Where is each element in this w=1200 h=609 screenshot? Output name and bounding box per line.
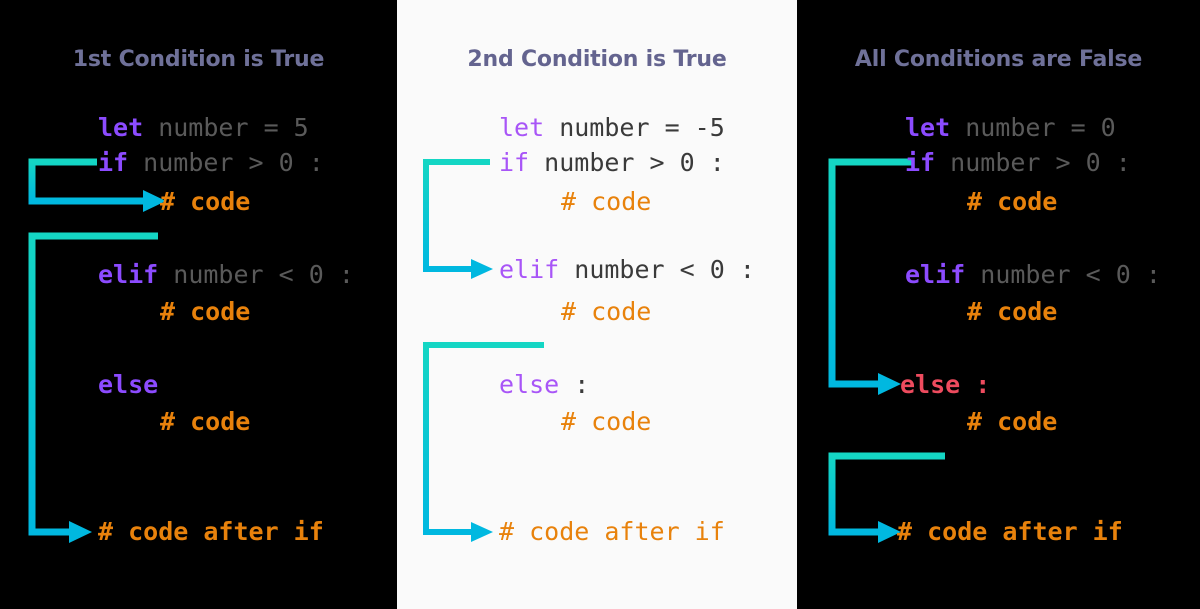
comment-code: # code: [967, 187, 1058, 216]
panel-3-else-body: # code: [967, 409, 1057, 434]
panel-2-if-line: if number > 0 :: [499, 150, 725, 175]
panel-3-title: All Conditions are False: [854, 47, 1143, 72]
arrow-skip-to-after-if-head: [471, 522, 493, 542]
panel-1-code-block: let number = 5 if number > 0 : # code el…: [0, 0, 354, 544]
panel-3-if-line: if number > 0 :: [905, 150, 1131, 175]
keyword-let: let: [98, 113, 144, 142]
panel-2-else-body: # code: [561, 409, 651, 434]
comment-code: # code: [160, 297, 251, 326]
panel-all-conditions-false: All Conditions are False let number = 0 …: [797, 0, 1200, 609]
comment-code: # code: [160, 187, 251, 216]
panel-1-elif-line: elif number < 0 :: [98, 262, 354, 287]
panel-2-after-if: # code after if: [499, 519, 725, 544]
comment-code: # code: [967, 297, 1058, 326]
panel-2-if-body: # code: [561, 189, 651, 214]
comment-code-after-if: # code after if: [98, 517, 324, 546]
panel-3-elif-body: # code: [967, 299, 1057, 324]
if-condition: number > 0 :: [935, 148, 1131, 177]
panel-2nd-condition-true: 2nd Condition is True let number = -5 if…: [397, 0, 797, 609]
panel-2-elif-body: # code: [561, 299, 651, 324]
let-expr: number = 5: [143, 113, 309, 142]
panel-1-elif-body: # code: [160, 299, 250, 324]
arrow-all-false-to-else-head: [878, 373, 901, 395]
comment-code: # code: [967, 407, 1058, 436]
panel-1-if-body: # code: [160, 189, 250, 214]
keyword-if: if: [98, 148, 129, 177]
panel-1-else-body: # code: [160, 409, 250, 434]
comment-code: # code: [561, 297, 652, 326]
panel-3-code-block: let number = 0 if number > 0 : # code el…: [797, 0, 1161, 544]
panel-3-if-body: # code: [967, 189, 1057, 214]
panel-2-code-block: let number = -5 if number > 0 : # code e…: [397, 0, 755, 544]
arrow-skip-to-after-if-head: [69, 521, 92, 543]
panel-1-if-line: if number > 0 :: [98, 150, 324, 175]
panel-2-let-line: let number = -5: [499, 115, 725, 140]
elif-condition: number < 0 :: [965, 260, 1161, 289]
keyword-else: else: [98, 370, 159, 399]
panel-1-title: 1st Condition is True: [72, 47, 325, 72]
let-expr: number = -5: [544, 113, 725, 142]
let-expr: number = 0: [950, 113, 1116, 142]
keyword-elif: elif: [905, 260, 966, 289]
comment-code: # code: [561, 407, 652, 436]
if-condition: number > 0 :: [128, 148, 324, 177]
panel-1st-condition-true: 1st Condition is True let number = 5 if …: [0, 0, 397, 609]
panel-3-elif-line: elif number < 0 :: [905, 262, 1161, 287]
elif-condition: number < 0 :: [559, 255, 755, 284]
panel-1-let-line: let number = 5: [98, 115, 309, 140]
panel-2-else-line: else :: [499, 372, 589, 397]
keyword-else: else :: [900, 370, 991, 399]
keyword-else: else: [499, 370, 560, 399]
if-condition: number > 0 :: [529, 148, 725, 177]
keyword-elif: elif: [98, 260, 159, 289]
arrow-if-false-to-elif-head: [471, 259, 493, 279]
panel-2-title: 2nd Condition is True: [467, 47, 727, 72]
keyword-let: let: [905, 113, 951, 142]
comment-code: # code: [561, 187, 652, 216]
comment-code-after-if: # code after if: [897, 517, 1123, 546]
panel-1-else-line: else: [98, 372, 158, 397]
else-colon: :: [559, 370, 590, 399]
panel-1-after-if: # code after if: [98, 519, 324, 544]
elif-condition: number < 0 :: [158, 260, 354, 289]
panel-3-let-line: let number = 0: [905, 115, 1116, 140]
panel-3-else-line: else :: [900, 372, 990, 397]
keyword-let: let: [499, 113, 545, 142]
keyword-elif: elif: [499, 255, 560, 284]
comment-code-after-if: # code after if: [499, 517, 725, 546]
keyword-if: if: [905, 148, 936, 177]
comment-code: # code: [160, 407, 251, 436]
panel-3-after-if: # code after if: [897, 519, 1123, 544]
panel-2-elif-line: elif number < 0 :: [499, 257, 755, 282]
keyword-if: if: [499, 148, 530, 177]
